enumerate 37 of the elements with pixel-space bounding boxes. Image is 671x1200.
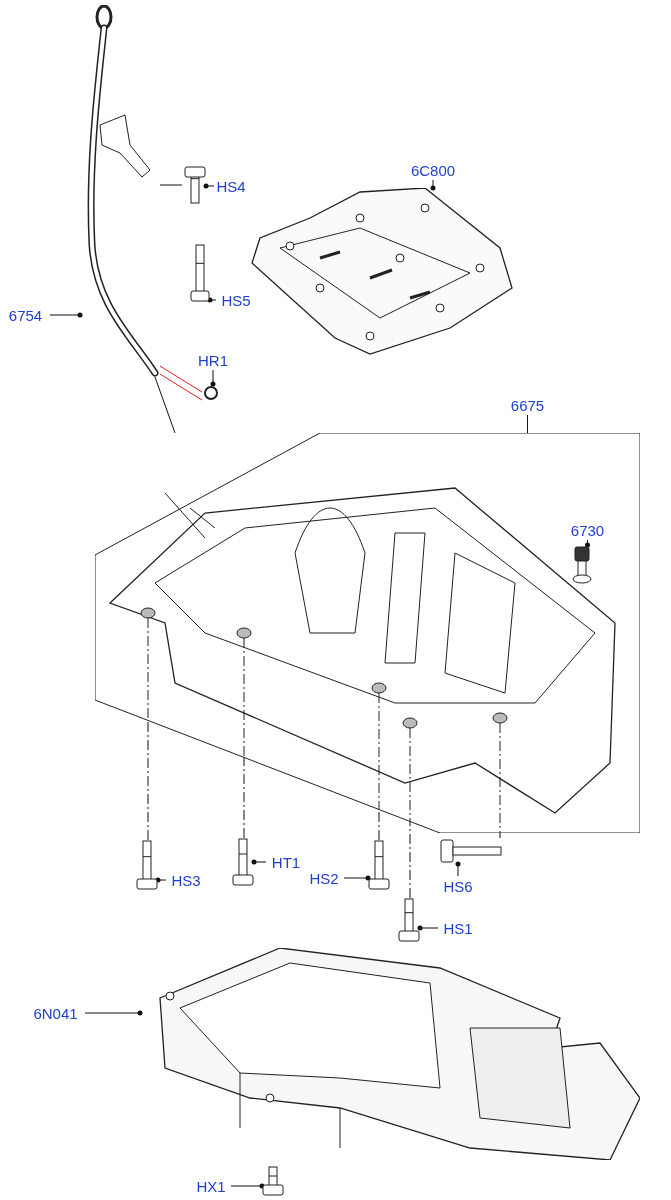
- part-number: 6730: [570, 522, 605, 538]
- assembly-line: [243, 756, 245, 839]
- part-number: HS6: [443, 878, 473, 894]
- part-number: HS5: [221, 292, 251, 308]
- leader-line: [230, 1183, 265, 1189]
- part-number: 6754: [8, 307, 43, 323]
- leader-line: [527, 414, 528, 434]
- leader-line: [210, 369, 216, 387]
- leader-line: [159, 365, 203, 393]
- part-number: HS3: [171, 872, 201, 888]
- assembly-line: [378, 809, 380, 841]
- leader-line: [84, 1010, 143, 1016]
- leader-line: [251, 859, 267, 865]
- assembly-line: [147, 719, 149, 841]
- part-number: 6675: [510, 397, 545, 413]
- leader-line: [159, 373, 203, 401]
- assembly-line: [409, 820, 411, 899]
- part-number: HX1: [196, 1178, 226, 1194]
- part-number: HS1: [443, 920, 473, 936]
- leader-line: [585, 539, 590, 548]
- leader-line: [343, 875, 371, 881]
- leader-line: [159, 184, 183, 186]
- leader-line: [154, 376, 176, 434]
- leader-line: [155, 877, 167, 883]
- part-number: 6N041: [33, 1005, 78, 1021]
- leader-line: [430, 179, 436, 191]
- part-number: HR1: [198, 352, 228, 368]
- leader-line: [417, 925, 439, 931]
- part-number: HS2: [309, 870, 339, 886]
- leader-line: [455, 861, 461, 877]
- assembly-line: [499, 832, 501, 839]
- part-number: HS4: [216, 178, 246, 194]
- part-number: HT1: [271, 854, 301, 870]
- part-number: 6C800: [410, 162, 456, 178]
- leader-line: [49, 312, 83, 318]
- leader-line: [203, 183, 215, 189]
- leader-line: [207, 297, 217, 303]
